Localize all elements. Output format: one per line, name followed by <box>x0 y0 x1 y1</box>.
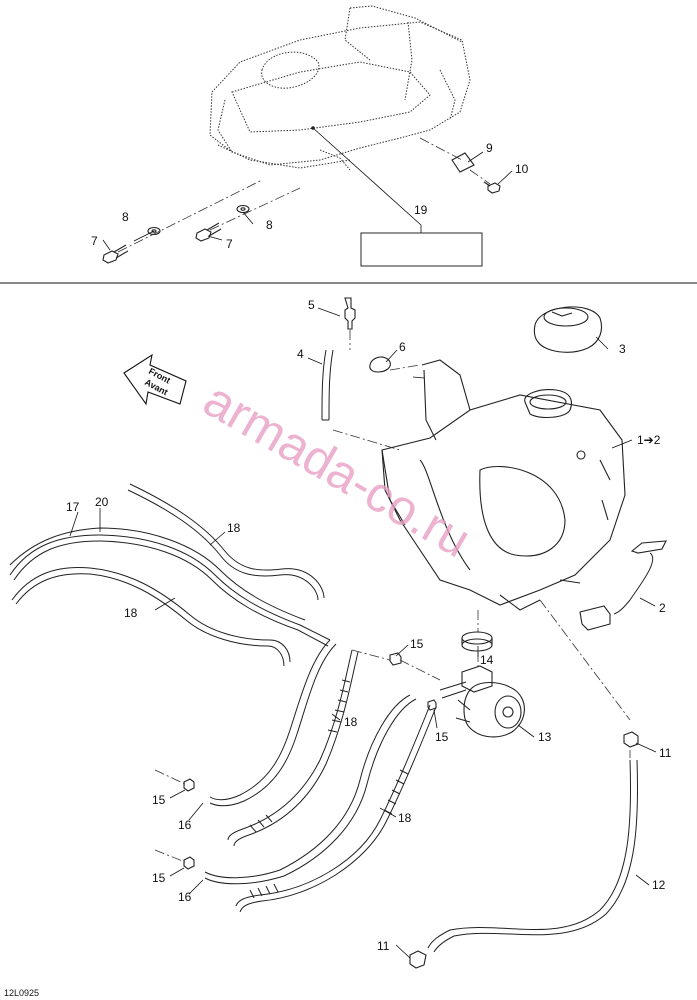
label-box-19 <box>360 232 483 267</box>
alignment-line <box>539 599 631 721</box>
hose-12 <box>427 759 639 953</box>
bolt-7-right <box>195 222 222 242</box>
hose-17 <box>9 534 331 647</box>
callout-18-c: 18 <box>344 715 358 729</box>
callout-3: 3 <box>619 342 626 356</box>
filler-cap-3 <box>533 306 603 353</box>
fitting-15-upper <box>389 652 402 666</box>
bracket-9 <box>451 152 475 173</box>
alignment-line <box>117 179 263 253</box>
callout-16-a: 16 <box>178 818 192 832</box>
fitting-5 <box>344 297 356 330</box>
hose-16-lower <box>204 694 417 885</box>
oil-pump-13 <box>439 665 525 738</box>
washer-8-right <box>236 204 250 214</box>
callout-17: 17 <box>66 500 80 514</box>
callout-18-a: 18 <box>227 521 241 535</box>
hose-18-lower <box>11 566 291 667</box>
clamp-14 <box>461 631 493 652</box>
callout-18-d: 18 <box>398 811 412 825</box>
alignment-line <box>469 169 491 185</box>
fitting-11-lower <box>409 950 427 969</box>
callout-16-b: 16 <box>178 890 192 904</box>
fitting-15-mid <box>427 699 437 711</box>
callout-9: 9 <box>486 141 493 155</box>
callout-5: 5 <box>308 298 315 312</box>
callout-1-2: 1➔2 <box>637 433 661 447</box>
watermark: armada-co.ru <box>195 371 481 568</box>
alignment-line <box>209 187 301 231</box>
diagram-code: 12L0925 <box>4 988 39 998</box>
callout-6: 6 <box>399 340 406 354</box>
alignment-line <box>154 769 186 785</box>
callout-8-left: 8 <box>122 210 129 224</box>
hose-18-coil-lower <box>235 704 437 913</box>
callout-11-b: 11 <box>377 939 390 953</box>
sensor-2 <box>579 540 667 631</box>
front-direction-arrow <box>123 353 187 406</box>
alignment-line <box>351 649 391 661</box>
callout-7-right: 7 <box>226 237 233 251</box>
callout-15-d: 15 <box>152 871 166 885</box>
fitting-15-left-upper <box>183 778 195 792</box>
callout-4: 4 <box>297 347 304 361</box>
washer-8-left <box>147 226 161 236</box>
callout-15-b: 15 <box>435 730 449 744</box>
hose-20 <box>9 527 306 621</box>
alignment-line <box>419 137 463 161</box>
callout-8-right: 8 <box>266 218 273 232</box>
hose-18-upper <box>127 483 325 601</box>
fitting-11-upper <box>623 731 639 748</box>
clamp-6 <box>369 356 391 373</box>
callout-18-b: 18 <box>124 606 138 620</box>
callout-13: 13 <box>538 730 552 744</box>
callout-2: 2 <box>659 601 666 615</box>
callout-12: 12 <box>652 878 666 892</box>
alignment-line <box>389 364 421 371</box>
callout-10: 10 <box>515 162 529 176</box>
hose-16-upper <box>209 639 337 807</box>
callout-15-c: 15 <box>152 793 166 807</box>
callout-20: 20 <box>95 495 109 509</box>
oil-tank-1 <box>381 359 626 611</box>
callout-7-left: 7 <box>91 234 98 248</box>
hose-18-coil-upper <box>227 649 359 847</box>
fitting-15-left-lower <box>183 856 195 870</box>
hose-4 <box>321 349 334 421</box>
callout-11-a: 11 <box>659 746 672 760</box>
callout-19: 19 <box>414 203 428 217</box>
bolt-10 <box>483 181 501 194</box>
body-panel-assembly <box>209 5 471 171</box>
alignment-line <box>399 659 441 681</box>
alignment-line <box>332 429 401 451</box>
callout-14: 14 <box>480 653 494 667</box>
callout-15-a: 15 <box>410 637 424 651</box>
bolt-7-left <box>102 244 129 264</box>
alignment-line <box>154 849 186 863</box>
